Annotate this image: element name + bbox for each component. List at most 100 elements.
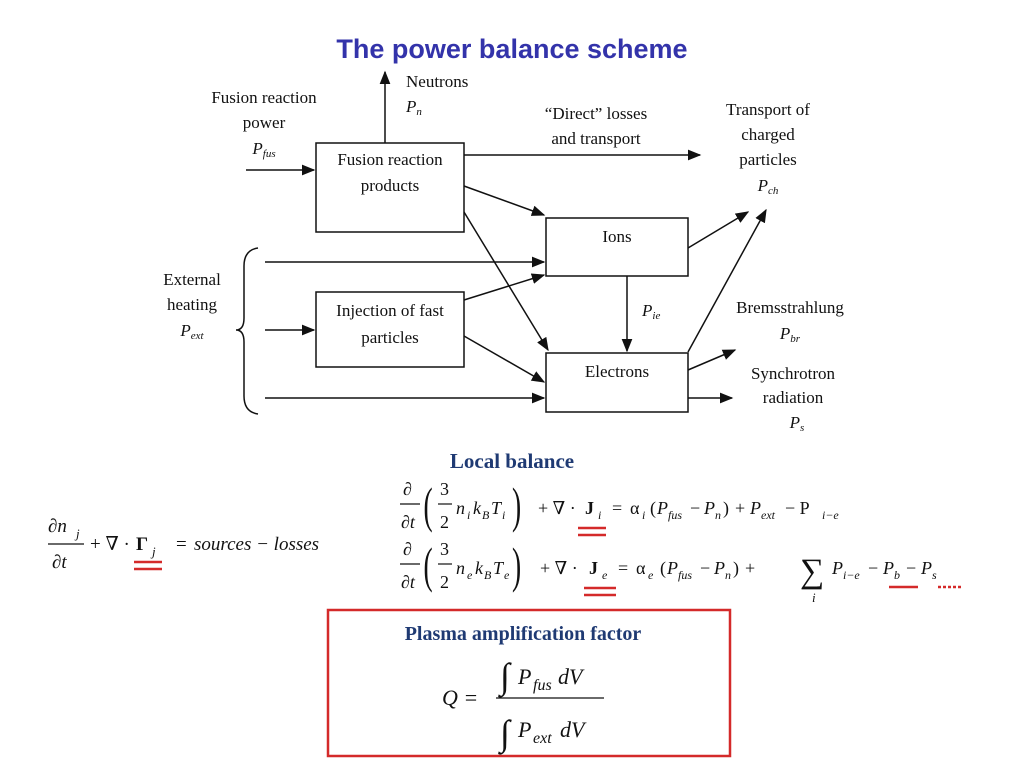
electron-energy-equation: ∂ ∂t ( 3 2 n e k B T e ) + ∇ · J e = α e… [400,537,962,605]
svg-text:+ ∇ ·: + ∇ · [538,498,576,518]
svg-text:−: − [690,498,700,518]
arrow-bremsstrahlung [687,349,737,371]
label-bremsstrahlung: Bremsstrahlung [736,298,844,317]
svg-text:dV: dV [558,664,585,689]
svg-text:∂n: ∂n [48,516,67,537]
label-fusion-power-2: power [243,113,286,132]
svg-text:T: T [493,558,505,578]
svg-text:ext: ext [533,730,552,747]
svg-text:+: + [735,498,745,518]
svg-text:fus: fus [678,568,692,582]
svg-text:e: e [648,568,654,582]
svg-text:k: k [475,558,484,578]
amplification-box [326,608,732,758]
amplification-heading: Plasma amplification factor [405,623,642,645]
svg-text:=: = [618,558,628,578]
svg-text:∑: ∑ [800,553,824,590]
label-neutrons: Neutrons [406,72,468,91]
svg-text:fus: fus [668,508,682,522]
svg-text:n: n [456,498,465,518]
svg-text:α: α [636,558,646,578]
svg-text:=: = [176,534,187,555]
box-electrons [545,352,689,413]
svg-text:J: J [589,558,598,578]
svg-text:s: s [932,568,937,582]
svg-text:(: ( [650,498,656,519]
label-direct-losses-2: and transport [551,129,641,148]
svg-text:−: − [700,558,710,578]
svg-text:): ) [512,477,521,533]
svg-text:): ) [723,498,729,519]
svg-text:(: ( [424,537,433,593]
symbol-p-n: Pn [405,97,422,118]
svg-text:P: P [749,498,761,518]
q-lhs: Q = [442,685,478,710]
symbol-p-br: Pbr [779,324,801,345]
svg-text:=: = [612,498,622,518]
arrow-injection-to-electrons [463,335,546,383]
box-electrons-label: Electrons [585,362,649,381]
svg-text:−: − [906,558,916,578]
svg-text:i−e: i−e [822,508,839,522]
svg-text:n: n [715,508,721,522]
svg-text:∂t: ∂t [52,552,67,573]
label-direct-losses-1: “Direct” losses [545,104,647,123]
svg-text:∂: ∂ [403,539,412,559]
svg-text:P: P [656,498,668,518]
svg-text:i: i [598,508,601,522]
svg-text:j: j [150,544,156,559]
svg-text:P: P [831,558,843,578]
svg-text:∫: ∫ [498,656,512,698]
svg-text:T: T [491,498,503,518]
svg-text:fus: fus [533,677,552,694]
svg-text:j: j [74,526,80,541]
svg-text:−: − [868,558,878,578]
symbol-p-fus: Pfus [251,139,275,160]
svg-text:i: i [502,508,505,522]
svg-text:2: 2 [440,572,449,592]
svg-text:∂: ∂ [403,479,412,499]
svg-text:(: ( [424,477,433,533]
svg-text:∂t: ∂t [401,572,416,592]
svg-text:i: i [467,508,470,522]
symbol-p-ie: Pie [641,301,660,322]
svg-text:+ ∇ ·: + ∇ · [540,558,578,578]
ion-eq-rhs-end: − P [785,498,810,518]
svg-text:∂t: ∂t [401,512,416,532]
label-synchrotron-2: radiation [763,388,824,407]
svg-text:∫: ∫ [498,713,512,755]
label-transport-1: Transport of [726,100,810,119]
svg-text:e: e [504,568,510,582]
box-fusion-products [315,142,465,233]
svg-text:P: P [517,664,531,689]
box-products-line1: Fusion reaction [337,150,443,169]
svg-text:(: ( [660,558,666,579]
label-synchrotron-1: Synchrotron [751,364,836,383]
box-products-line2: products [361,176,420,195]
box-injection-line2: particles [361,328,419,347]
svg-text:P: P [920,558,932,578]
label-fusion-power-1: Fusion reaction [211,88,317,107]
ion-energy-equation: ∂ ∂t ( 3 2 n i k B T i ) + ∇ · J i = α i… [400,477,839,537]
svg-text:b: b [894,568,900,582]
q-formula: Q = ∫ P fus dV ∫ P ext dV [442,656,604,755]
arrow-electrons-to-transport [687,208,767,353]
svg-text:k: k [473,498,482,518]
arrow-products-to-electrons [463,211,549,352]
svg-text:): ) [733,558,739,579]
svg-text:Γ: Γ [136,534,148,555]
svg-text:P: P [882,558,894,578]
label-external-1: External [163,270,221,289]
svg-text:J: J [585,498,594,518]
svg-text:P: P [703,498,715,518]
slide-title: The power balance scheme [336,34,687,64]
symbol-p-s: Ps [789,413,805,434]
svg-text:B: B [484,568,492,582]
svg-text:ext: ext [761,508,776,522]
box-ions-label: Ions [602,227,631,246]
svg-text:+: + [745,558,755,578]
external-heating-brace [235,247,259,415]
svg-text:P: P [517,717,531,742]
svg-text:): ) [512,537,521,593]
